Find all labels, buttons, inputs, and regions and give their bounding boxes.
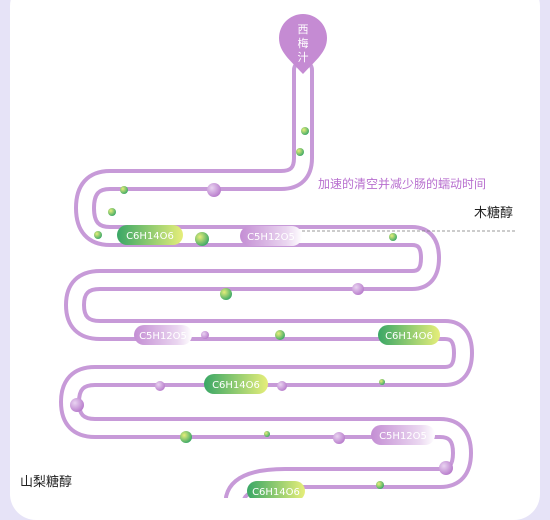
xylitol-label: 木糖醇: [474, 205, 513, 221]
particle-dot: [389, 233, 397, 241]
particles: [70, 127, 453, 489]
pill: C5H12O5: [371, 425, 435, 445]
pin-char-2: 梅: [298, 36, 309, 50]
particle-dot: [70, 398, 84, 412]
pill: C5H12O5: [134, 325, 192, 345]
pill-label: C6H14O6: [385, 331, 433, 342]
pill-label: C5H12O5: [247, 232, 295, 243]
particle-dot: [207, 183, 221, 197]
effect-annotation: 加速的清空并减少肠的蠕动时间: [318, 176, 486, 191]
particle-dot: [352, 283, 364, 295]
particle-dot: [155, 381, 165, 391]
pill: C6H14O6: [204, 374, 268, 394]
particle-dot: [264, 431, 270, 437]
particle-dot: [301, 127, 309, 135]
particle-dot: [94, 231, 102, 239]
particle-dot: [275, 330, 285, 340]
particle-dot: [296, 148, 304, 156]
pills: C6H14O6 C5H12O5 C5H12O5 C6H14O6 C6H14O6 …: [117, 225, 440, 498]
particle-dot: [376, 481, 384, 489]
sorbitol-label: 山梨糖醇: [20, 474, 72, 490]
pin-char-3: 汁: [298, 51, 309, 64]
pin-char-1: 西: [298, 23, 309, 36]
particle-dot: [180, 431, 192, 443]
particle-dot: [379, 379, 385, 385]
particle-dot: [201, 331, 209, 339]
intestine-diagram: 西 梅 汁 C6H14O6 C5H12O5: [20, 14, 516, 498]
particle-dot: [220, 288, 232, 300]
particle-dot: [195, 232, 209, 246]
pill: C5H12O5: [240, 226, 302, 246]
pill: C6H14O6: [378, 325, 440, 345]
pin-marker: 西 梅 汁: [279, 14, 327, 74]
pill-label: C5H12O5: [379, 431, 427, 442]
pill-label: C6H14O6: [126, 231, 174, 242]
particle-dot: [120, 186, 128, 194]
pill-label: C5H12O5: [139, 331, 187, 342]
pill-label: C6H14O6: [212, 380, 260, 391]
pill: C6H14O6: [247, 481, 305, 498]
pill-label: C6H14O6: [252, 487, 300, 498]
intestine-tube: [59, 59, 474, 498]
particle-dot: [439, 461, 453, 475]
particle-dot: [333, 432, 345, 444]
particle-dot: [277, 381, 287, 391]
particle-dot: [108, 208, 116, 216]
pill: C6H14O6: [117, 225, 183, 245]
